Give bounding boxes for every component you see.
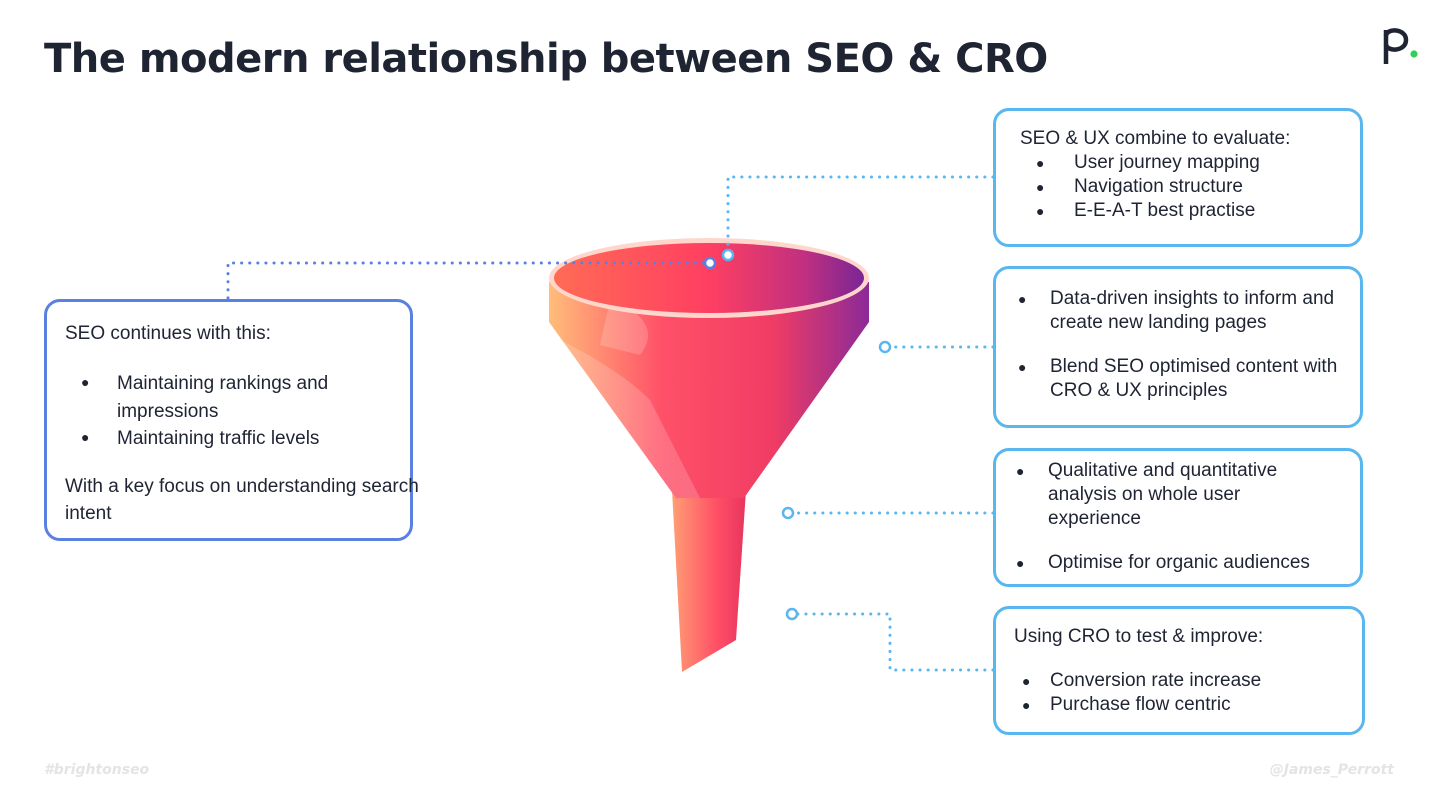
slide-title: The modern relationship between SEO & CR… xyxy=(44,36,1048,82)
footer-hashtag: #brightonseo xyxy=(44,762,150,778)
right-box-1-heading: SEO & UX combine to evaluate: xyxy=(1020,128,1291,149)
right-box-4-bullet-1: ● Conversion rate increase xyxy=(1022,669,1261,693)
right-box-4-bullet-2-text: Purchase flow centric xyxy=(1050,694,1231,715)
right-info-box-4: Using CRO to test & improve: ● Conversio… xyxy=(993,606,1365,735)
bullet-dot-icon: ● xyxy=(81,429,90,445)
bullet-dot-icon: ● xyxy=(1016,555,1025,571)
right-box-2-bullet-1-text: Data-driven insights to inform and creat… xyxy=(1050,288,1335,333)
left-box-footer-line-1: With a key focus on understanding search xyxy=(65,476,419,497)
bullet-dot-icon: ● xyxy=(1022,697,1031,713)
right-box-1-bullet-1: ● User journey mapping xyxy=(1036,151,1260,175)
right-info-box-3: ● Qualitative and quantitative analysis … xyxy=(993,448,1363,587)
right-box-2-bullet-1: ● Data-driven insights to inform and cre… xyxy=(1018,287,1348,335)
footer-handle: @James_Perrott xyxy=(1269,762,1394,778)
bullet-dot-icon: ● xyxy=(1018,291,1027,307)
right-box-1-bullet-1-text: User journey mapping xyxy=(1074,152,1260,173)
right-box-1-bullet-2-text: Navigation structure xyxy=(1074,176,1243,197)
bullet-dot-icon: ● xyxy=(1018,359,1027,375)
funnel-stem xyxy=(672,490,746,672)
bullet-dot-icon: ● xyxy=(1022,673,1031,689)
left-info-box: SEO continues with this: ● Maintaining r… xyxy=(44,299,419,541)
brand-p-logo-icon xyxy=(1383,28,1418,64)
connector-left xyxy=(226,261,712,300)
right-box-4-bullet-1-text: Conversion rate increase xyxy=(1050,670,1262,691)
right-box-4-heading: Using CRO to test & improve: xyxy=(1014,626,1264,647)
bullet-dot-icon: ● xyxy=(1036,155,1045,171)
funnel-opening xyxy=(554,243,864,313)
right-info-box-2: ● Data-driven insights to inform and cre… xyxy=(993,266,1363,428)
bullet-dot-icon: ● xyxy=(81,374,90,390)
left-box-bullet-1-text: Maintaining rankings and impressions xyxy=(117,373,329,422)
bullet-dot-icon: ● xyxy=(1036,203,1045,219)
connector-box-4 xyxy=(790,612,995,672)
left-box-bullet-1: ● Maintaining rankings and impressions xyxy=(81,370,381,426)
bullet-dot-icon: ● xyxy=(1016,463,1025,479)
funnel-cone xyxy=(549,282,869,498)
right-box-3-bullet-1-text: Qualitative and quantitative analysis on… xyxy=(1048,460,1278,529)
right-box-3-bullet-1: ● Qualitative and quantitative analysis … xyxy=(1016,459,1316,531)
left-box-footer-line-2: intent xyxy=(65,503,112,524)
right-box-3-bullet-2-text: Optimise for organic audiences xyxy=(1048,552,1310,573)
left-box-heading: SEO continues with this: xyxy=(65,323,271,344)
right-box-1-bullet-3: ● E-E-A-T best practise xyxy=(1036,199,1255,223)
right-box-4-bullet-2: ● Purchase flow centric xyxy=(1022,693,1231,717)
bullet-dot-icon: ● xyxy=(1036,179,1045,195)
right-box-1-bullet-3-text: E-E-A-T best practise xyxy=(1074,200,1256,221)
right-box-2-bullet-2: ● Blend SEO optimised content with CRO &… xyxy=(1018,355,1348,403)
right-box-1-bullet-2: ● Navigation structure xyxy=(1036,175,1243,199)
right-box-2-bullet-2-text: Blend SEO optimised content with CRO & U… xyxy=(1050,356,1338,401)
connector-box-1 xyxy=(726,175,995,257)
right-box-3-bullet-2: ● Optimise for organic audiences xyxy=(1016,551,1346,575)
left-box-bullet-2-text: Maintaining traffic levels xyxy=(117,428,320,449)
right-info-box-1: SEO & UX combine to evaluate: ● User jou… xyxy=(993,108,1363,247)
left-box-bullet-2: ● Maintaining traffic levels xyxy=(81,425,381,453)
